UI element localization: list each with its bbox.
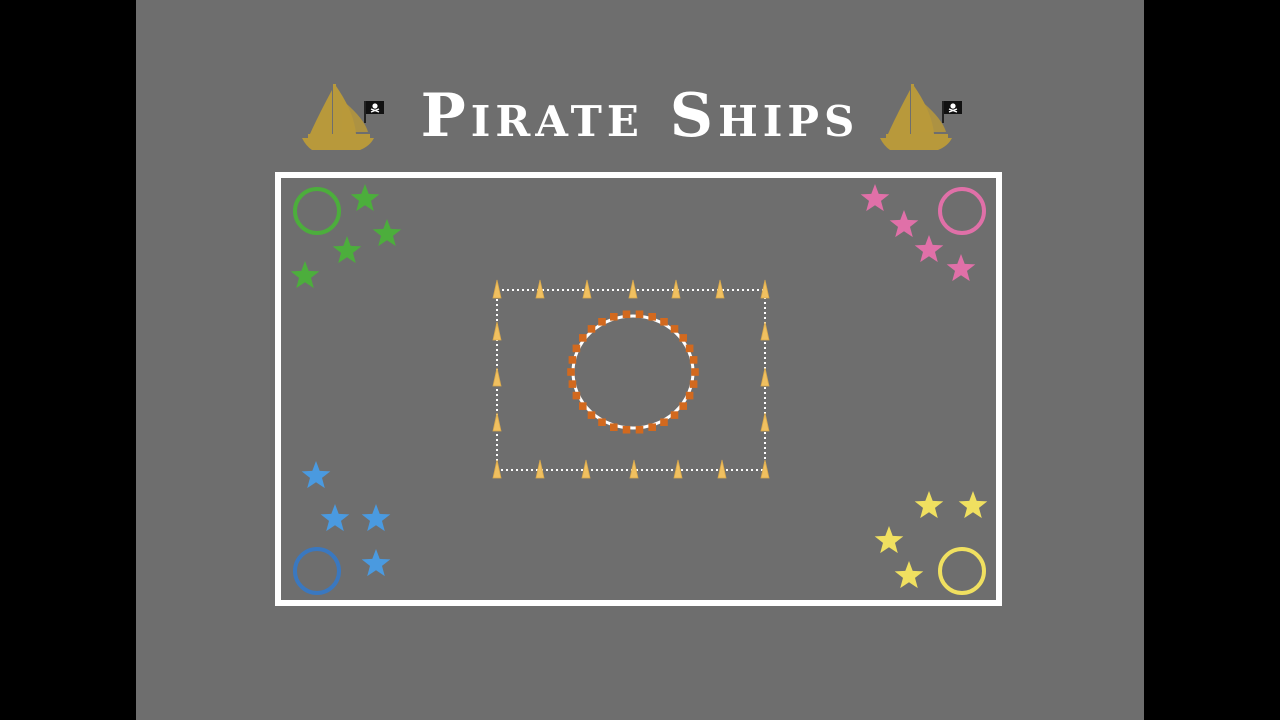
poly-spot-icon <box>689 356 698 364</box>
pink-hoop-icon <box>938 187 986 235</box>
ship-left-icon <box>302 84 374 150</box>
poly-spot-icon <box>598 418 606 426</box>
cone-icon <box>671 279 681 299</box>
cone-icon <box>760 321 770 341</box>
cone-icon <box>629 459 639 479</box>
pink-star-icon <box>914 235 944 263</box>
poly-spot-icon <box>648 423 656 431</box>
poly-spot-icon <box>567 368 575 376</box>
cone-icon <box>492 412 502 432</box>
poly-spot-icon <box>670 411 679 419</box>
cone-icon <box>628 279 638 299</box>
yellow-star-icon <box>914 491 944 519</box>
poly-spot-icon <box>635 425 644 434</box>
poly-spot-icon <box>587 411 596 419</box>
poly-spot-icon <box>689 380 698 388</box>
game-diagram <box>275 84 1002 606</box>
poly-spot-icon <box>587 325 596 333</box>
center-circle <box>571 314 695 430</box>
poly-spot-icon <box>572 391 581 400</box>
field-boundary <box>275 172 1002 606</box>
cone-icon <box>715 279 725 299</box>
yellow-star-icon <box>874 526 904 554</box>
cone-icon <box>535 279 545 299</box>
blue-hoop-icon <box>293 547 341 595</box>
yellow-star-icon <box>958 491 988 519</box>
cone-icon <box>760 412 770 432</box>
cone-icon <box>760 279 770 299</box>
cones-group <box>492 279 770 479</box>
cone-icon <box>760 367 770 387</box>
green-star-icon <box>290 261 320 289</box>
poly-spot-icon <box>572 344 581 353</box>
poly-spot-icon <box>685 391 694 400</box>
poly-spot-icon <box>598 318 606 326</box>
blue-star-icon <box>301 461 331 489</box>
poly-spot-icon <box>568 356 577 364</box>
poly-spot-icon <box>579 334 587 342</box>
poly-spot-icon <box>622 425 631 434</box>
blue-star-icon <box>361 504 391 532</box>
stars-group <box>290 184 988 589</box>
poly-spot-icon <box>660 418 668 426</box>
poly-spot-icon <box>679 402 687 410</box>
poly-spot-icon <box>635 310 644 319</box>
poly-spot-icon <box>622 310 631 319</box>
poly-spot-icon <box>610 313 618 321</box>
flag-right-icon <box>941 100 963 124</box>
green-star-icon <box>332 236 362 264</box>
cone-icon <box>492 321 502 341</box>
poly-spot-icon <box>670 325 679 333</box>
page-title: Pirate Ships <box>420 81 860 151</box>
poly-spot-icon <box>610 423 618 431</box>
poly-spot-icon <box>691 368 699 376</box>
poly-spot-icon <box>579 402 587 410</box>
ship-right-icon <box>880 84 952 150</box>
yellow-star-icon <box>894 561 924 589</box>
cone-icon <box>581 459 591 479</box>
pink-star-icon <box>946 254 976 282</box>
poly-spot-icon <box>679 334 687 342</box>
poly-spot-icon <box>685 344 694 353</box>
green-star-icon <box>350 184 380 212</box>
cone-icon <box>492 279 502 299</box>
cone-icon <box>717 459 727 479</box>
poly-spot-icon <box>660 318 668 326</box>
flag-left-icon <box>363 100 385 124</box>
poly-spot-icon <box>568 380 577 388</box>
pink-star-icon <box>860 184 890 212</box>
green-hoop-icon <box>293 187 341 235</box>
cone-icon <box>760 459 770 479</box>
blue-star-icon <box>320 504 350 532</box>
cone-icon <box>673 459 683 479</box>
cone-icon <box>492 367 502 387</box>
green-star-icon <box>372 219 402 247</box>
blue-star-icon <box>361 549 391 577</box>
poly-spot-icon <box>648 313 656 321</box>
slide: Pirate Ships <box>136 0 1144 720</box>
pink-star-icon <box>889 210 919 238</box>
poly-spots-group <box>567 310 699 434</box>
cone-icon <box>492 459 502 479</box>
cone-icon <box>535 459 545 479</box>
cone-icon <box>582 279 592 299</box>
yellow-hoop-icon <box>938 547 986 595</box>
